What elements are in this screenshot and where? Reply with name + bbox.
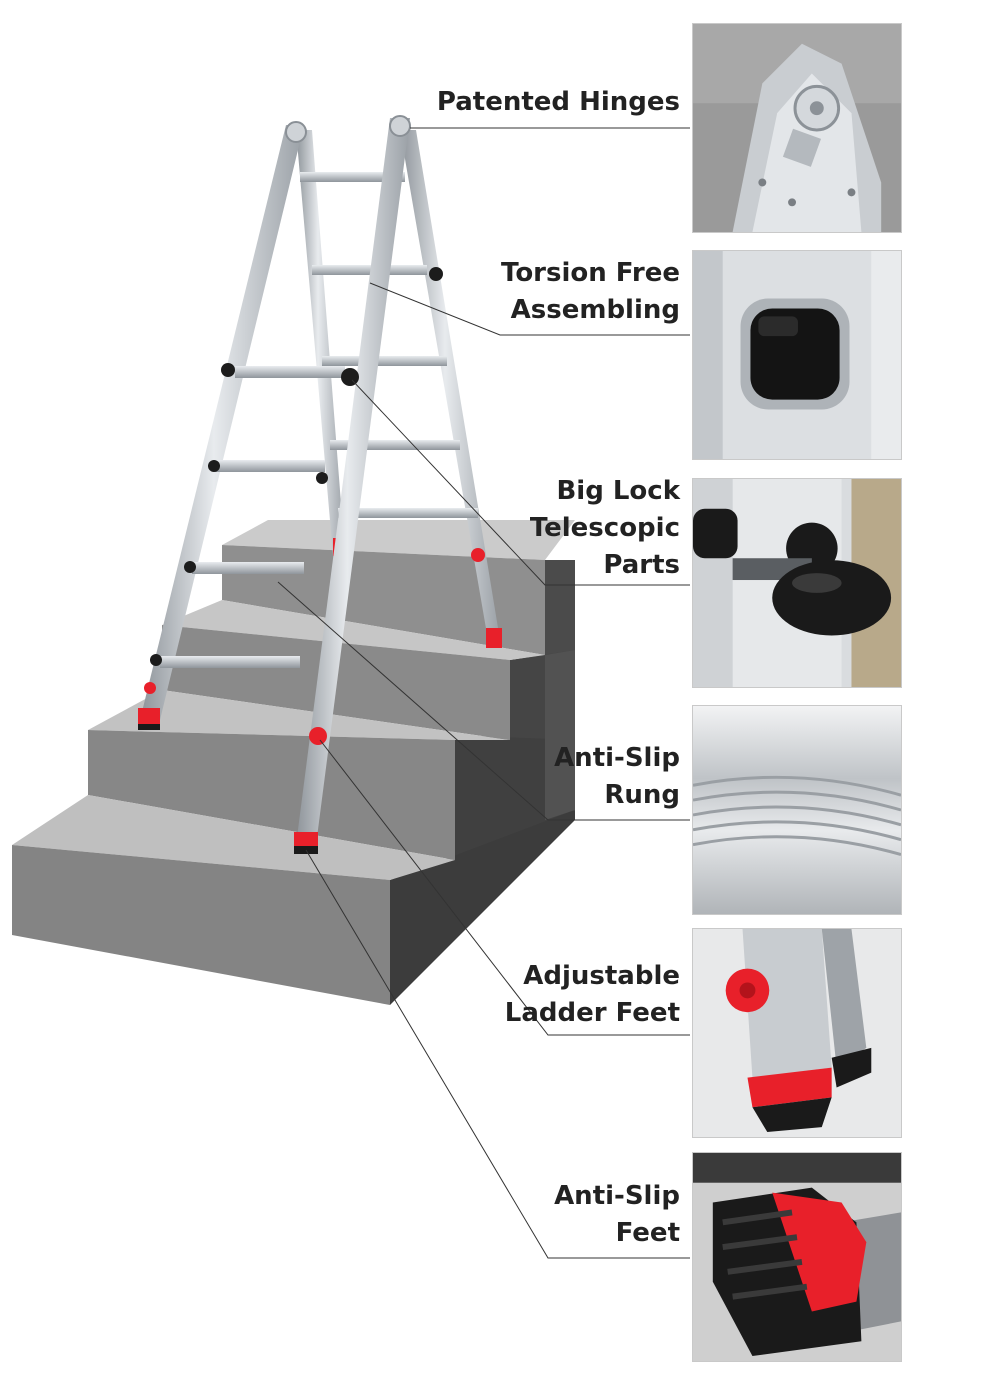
- rung-cap: [341, 368, 359, 386]
- hinge: [389, 115, 411, 137]
- ladder-rung: [330, 440, 460, 450]
- ladder-rung: [215, 460, 325, 472]
- ladder-rung: [235, 366, 345, 378]
- stair-side: [545, 650, 575, 820]
- lock-knob: [429, 267, 443, 281]
- label-line: Assembling: [510, 295, 680, 325]
- ladder-foot: [486, 628, 502, 648]
- adjustable-foot-icon: [692, 928, 902, 1138]
- label-line: Anti-Slip: [554, 743, 680, 773]
- lock-knob: [471, 548, 485, 562]
- leader-line: [369, 282, 690, 336]
- ladder-rung: [312, 265, 427, 275]
- stair-front: [12, 845, 390, 1005]
- ladder-rung: [300, 172, 405, 182]
- ladder-rail: [140, 125, 304, 720]
- hinge-icon: [692, 23, 902, 233]
- lock-knob-icon: [692, 478, 902, 688]
- leader-lines: [277, 127, 690, 1259]
- leader-line: [277, 581, 690, 821]
- leader-line: [319, 739, 690, 1036]
- leader-line: [351, 379, 690, 586]
- rubber-foot-icon: [692, 1152, 902, 1362]
- label-line: Feet: [615, 1218, 680, 1248]
- label-line: Adjustable: [523, 961, 680, 991]
- label-line: Patented Hinges: [436, 87, 680, 117]
- leader-line: [305, 849, 690, 1259]
- rung-cap: [150, 654, 162, 666]
- stair-top: [12, 795, 455, 880]
- ladder-rung: [192, 562, 304, 574]
- label-line: Parts: [603, 550, 680, 580]
- label-line: Anti-Slip: [554, 1181, 680, 1211]
- ladder-rail: [296, 130, 345, 555]
- staircase: [12, 520, 575, 1005]
- ladder-foot: [138, 708, 160, 726]
- rung-cap: [316, 472, 328, 484]
- rung-hole-icon: [692, 250, 902, 460]
- ladder-back-frame: [296, 130, 502, 648]
- ladder-rung: [338, 508, 478, 518]
- ladder-foot: [138, 724, 160, 730]
- ladder-rail: [296, 118, 410, 845]
- rung-cap: [221, 363, 235, 377]
- label-big-lock: Big Lock Telescopic Parts: [530, 473, 680, 584]
- stair-front: [88, 730, 455, 860]
- label-patented-hinges: Patented Hinges: [437, 84, 680, 121]
- ladder-rung: [160, 656, 300, 668]
- lock-knob: [309, 727, 327, 745]
- ladder-front-frame: [138, 115, 411, 854]
- label-line: Telescopic: [529, 513, 680, 543]
- label-line: Torsion Free: [501, 258, 680, 288]
- label-line: Rung: [604, 780, 680, 810]
- ladder-foot: [294, 832, 318, 846]
- stair-side: [390, 810, 575, 1005]
- ladder-rung: [322, 356, 447, 366]
- ribbed-rung-icon: [692, 705, 902, 915]
- label-anti-slip-feet: Anti-Slip Feet: [554, 1178, 680, 1252]
- label-torsion-free: Torsion Free Assembling: [501, 255, 680, 329]
- lock-knob: [144, 682, 156, 694]
- label-line: Big Lock: [556, 476, 680, 506]
- label-line: Ladder Feet: [504, 998, 680, 1028]
- rung-cap: [184, 561, 196, 573]
- hinge: [285, 121, 307, 143]
- label-adjustable-feet: Adjustable Ladder Feet: [505, 958, 680, 1032]
- stair-top: [162, 600, 545, 660]
- label-anti-slip-rung: Anti-Slip Rung: [554, 740, 680, 814]
- stair-top: [222, 520, 575, 560]
- rung-cap: [208, 460, 220, 472]
- stair-top: [88, 690, 510, 740]
